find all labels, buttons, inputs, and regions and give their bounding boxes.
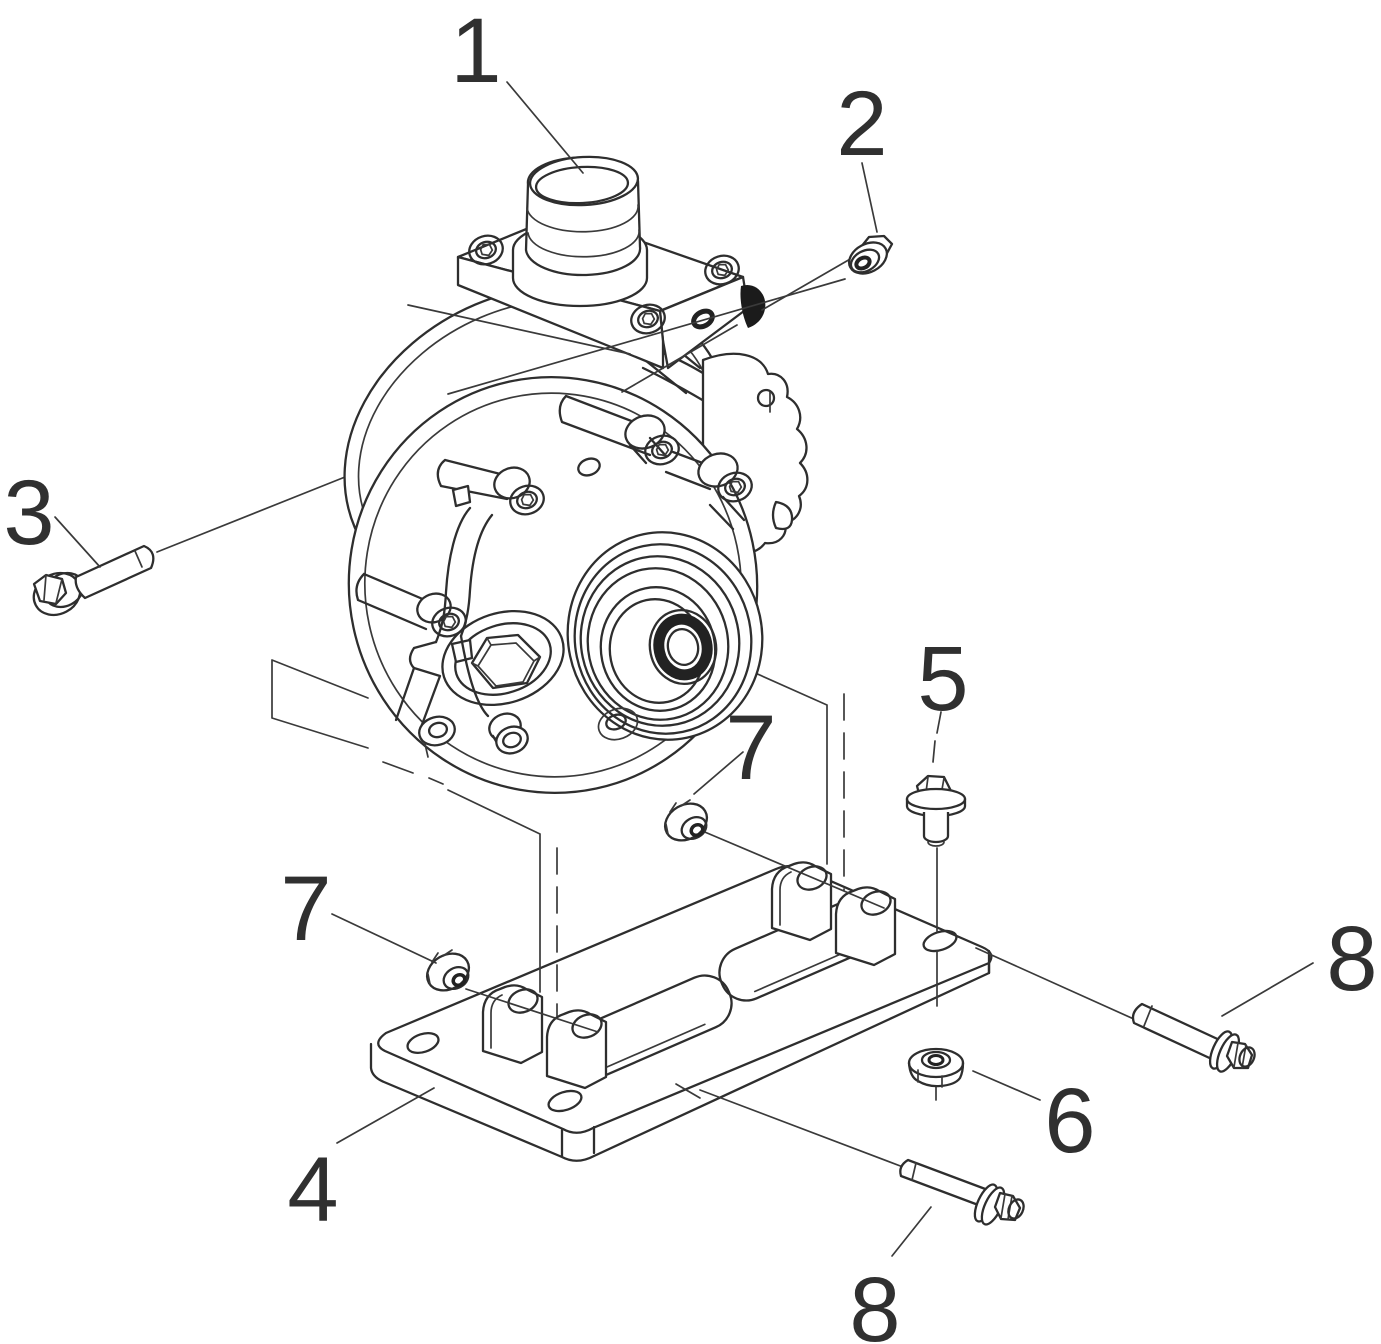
- cover-bottom-screw: [488, 707, 639, 755]
- callout-1: 1: [450, 0, 501, 102]
- callout-2-leader: [861, 162, 878, 233]
- flange-nut-7-left: [425, 949, 599, 1033]
- nut-7-upper-axis-line: [699, 829, 885, 909]
- phantom-outline: [271, 659, 845, 1017]
- bracket-edge-line: [407, 304, 631, 355]
- hex-plug: [441, 609, 565, 707]
- clamp-arm: [394, 506, 494, 758]
- nut-7-left-axis-line: [465, 988, 599, 1033]
- callout-1-leader: [506, 81, 584, 174]
- callout-3-leader: [54, 516, 101, 568]
- callout-7-upper: 7: [725, 697, 776, 799]
- callout-7-left: 7: [280, 858, 331, 960]
- callout-7-left-leader: [331, 913, 437, 964]
- callout-7-upper-leader: [693, 751, 744, 795]
- callout-6-leader: [972, 1070, 1041, 1101]
- nut-2-axis-line: [621, 257, 853, 393]
- edge-tick: [675, 1083, 701, 1099]
- plate-tabs: [481, 861, 897, 1099]
- construction-lines: [407, 257, 853, 395]
- flange-nut-6: [907, 1047, 1041, 1101]
- leader-lines: [54, 81, 1314, 1257]
- callout-8-right: 8: [1326, 908, 1377, 1010]
- mounting-plate: [369, 864, 993, 1162]
- bracket-edge-line: [447, 278, 846, 395]
- breather-cap: [524, 155, 642, 277]
- gearbox-housing: [343, 278, 809, 794]
- callout-3: 3: [3, 462, 54, 564]
- callout-4: 4: [287, 1139, 338, 1241]
- callout-8-bottom-leader: [891, 1206, 932, 1257]
- cover-bracket-rails: [355, 394, 757, 664]
- bolt-8-bottom-axis-line: [699, 1089, 904, 1168]
- callout-2: 2: [836, 73, 887, 175]
- bolt-3-axis-line: [156, 476, 346, 553]
- flange-bolt-5: [905, 711, 967, 1101]
- callout-5-leader-dashed: [932, 711, 942, 763]
- flange-nut-7-upper: [663, 799, 885, 909]
- plate-hole: [406, 1031, 440, 1055]
- callout-6: 6: [1044, 1070, 1095, 1172]
- callout-4-leader: [336, 1087, 435, 1144]
- bolt-8-right-axis-line: [975, 947, 1137, 1021]
- callout-8-right-leader: [1221, 962, 1314, 1017]
- output-boss: [566, 531, 764, 741]
- callout-8-bottom: 8: [849, 1259, 900, 1344]
- plate-hole: [547, 1089, 583, 1113]
- flange-nut-2: [848, 234, 894, 275]
- plate-hole: [922, 929, 958, 953]
- bolt-5-axis-line: [935, 847, 938, 1101]
- flange-bolt-8-right: [975, 947, 1256, 1073]
- flange-bolt-8-bottom: [699, 1089, 1025, 1226]
- callout-5: 5: [917, 628, 968, 730]
- flange-bolt-3: [32, 476, 346, 617]
